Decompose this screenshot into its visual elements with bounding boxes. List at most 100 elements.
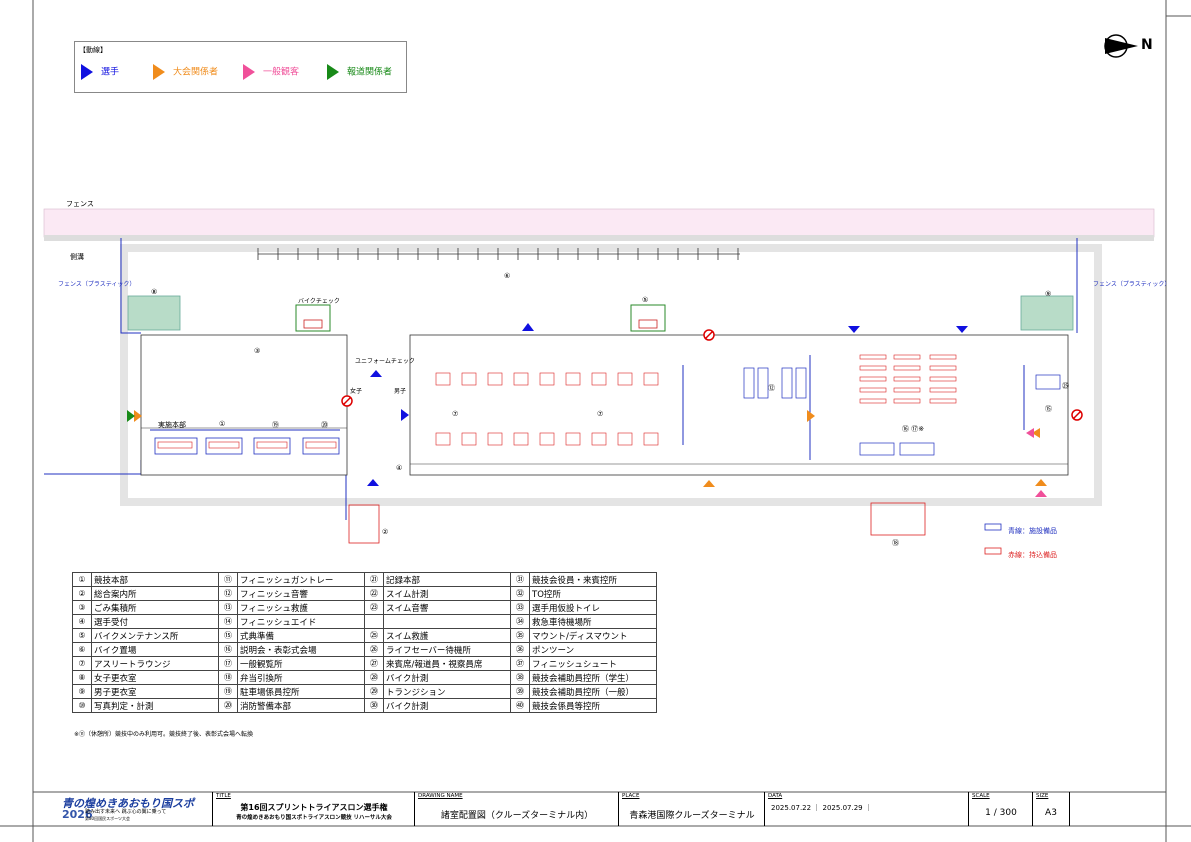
facility-number: ㉛ (510, 572, 530, 587)
label-1: ① (219, 420, 226, 428)
press-arrow-icon (327, 64, 339, 80)
facility-number: ㉑ (364, 572, 384, 587)
facility-number: ㉗ (364, 656, 384, 671)
facility-name: バイクメンテナンス所 (91, 628, 219, 643)
facility-name: 競技会補助員控所（一般） (529, 684, 657, 699)
label-18: ⑱ (892, 539, 899, 547)
uniform-check-label: ユニフォームチェック (355, 358, 415, 365)
legend-title: 【動線】 (79, 46, 107, 54)
flow-legend: 【動線】 選手 大会関係者 一般観客 報道関係者 (74, 41, 407, 93)
legend-athlete: 選手 (81, 64, 119, 80)
north-arrow-icon (1104, 34, 1138, 58)
terminal-building (409, 334, 1069, 476)
facility-number: ⑭ (218, 614, 238, 629)
drawing-name-cell: DRAWING NAME 諸室配置図（クルーズターミナル内） (414, 792, 619, 826)
facility-name: マウント/ディスマウント (529, 628, 657, 643)
facility-name: フィニッシュ音響 (237, 586, 365, 601)
facility-name: 競技会補助員控所（学生） (529, 670, 657, 685)
facility-number: ⑰ (218, 656, 238, 671)
gutter-label: 側溝 (70, 253, 84, 261)
facility-number: ⑪ (218, 572, 238, 587)
facility-number: ⑬ (218, 600, 238, 615)
press-flow-arrows (127, 410, 135, 422)
facility-name: 競技会役員・来賓控所 (529, 572, 657, 587)
facility-number: ㉞ (510, 614, 530, 629)
facility-name: ライフセーバー待機所 (383, 642, 511, 657)
facility-number: ㉒ (364, 586, 384, 601)
facility-name: 式典準備 (237, 628, 365, 643)
public-arrow-icon (243, 64, 255, 80)
facility-name: 駐車場係員控所 (237, 684, 365, 699)
men-label: 男子 (394, 388, 407, 395)
facility-number: ① (72, 572, 92, 587)
label-4: ④ (396, 464, 403, 472)
label-2: ② (382, 528, 389, 536)
drawing-name: 諸室配置図（クルーズターミナル内） (440, 811, 594, 821)
label-19: ⑲ (272, 421, 279, 429)
facility-name: ポンツーン (529, 642, 657, 657)
logo-year: 2026 (62, 808, 93, 821)
women-label: 女子 (350, 388, 363, 395)
facility-number: ⑱ (218, 670, 238, 685)
facility-number: ㊲ (510, 656, 530, 671)
facility-number: ㉘ (364, 670, 384, 685)
place-name: 青森港国際クルーズターミナル (629, 811, 755, 821)
facility-name: 選手受付 (91, 614, 219, 629)
hq-label: 実施本部 (158, 421, 186, 429)
facility-number: ⑳ (218, 698, 238, 713)
staff-flow-arrows (134, 410, 1047, 487)
facility-number: ㊱ (510, 642, 530, 657)
plastic-fence-right-label: フェンス（プラスティック） (1093, 281, 1171, 288)
athlete-arrow-icon (81, 64, 93, 80)
facility-number: ⑤ (72, 628, 92, 643)
blue-line-legend: 青線：施設備品 (1008, 527, 1057, 535)
facility-name: 一般観覧所 (237, 656, 365, 671)
facility-number: ⑮ (218, 628, 238, 643)
place-cell: PLACE 青森港国際クルーズターミナル (618, 792, 765, 826)
facility-name: ごみ集積所 (91, 600, 219, 615)
logo-subtitle: 第80回国民スポーツ大会 (85, 816, 131, 821)
facility-number: ⑩ (72, 698, 92, 713)
red-line-legend: 赤線：持込備品 (1008, 551, 1057, 559)
legend-public: 一般観客 (243, 64, 299, 80)
scale-value: 1 / 300 (985, 808, 1017, 818)
facility-name: 男子更衣室 (91, 684, 219, 699)
label-bike-maint: ⑤ (642, 296, 649, 304)
left-building (140, 334, 348, 476)
bike-check-label: バイクチェック (298, 298, 340, 305)
facility-number: ㉖ (364, 642, 384, 657)
facility-name (383, 614, 511, 629)
athlete-flow-arrows (367, 323, 968, 486)
label-15: ⑮ (1045, 405, 1052, 413)
facility-number: ⑯ (218, 642, 238, 657)
title-line-2: 青の煌めきあおもり国スポトライアスロン競技 リハーサル大会 (236, 815, 392, 821)
facility-name: バイク計測 (383, 670, 511, 685)
title-line-1: 第16回スプリントトライアスロン選手権 (240, 803, 388, 812)
facility-name: トランジション (383, 684, 511, 699)
footnote: ※⑪（休憩所）競技中のみ利用可。競技終了後、表彰式会場へ転換 (74, 731, 254, 738)
gutter-ticks (257, 248, 739, 260)
facility-name: フィニッシュエイド (237, 614, 365, 629)
date-cell: DATA 2025.07.22 ｜ 2025.07.29 ｜ (764, 792, 969, 826)
facility-name: スイム計測 (383, 586, 511, 601)
plastic-fence-left-label: フェンス（プラスティック） (58, 281, 136, 288)
facility-number: ⑥ (72, 642, 92, 657)
facility-name: 写真判定・計測 (91, 698, 219, 713)
facility-name: スイム音響 (383, 600, 511, 615)
map-legend-swatches (984, 523, 1002, 555)
label-mens-room: ⑨ (1045, 290, 1052, 298)
facility-number: ㉟ (510, 628, 530, 643)
label-25: ㉕ (1062, 382, 1069, 390)
no-entry-icon (341, 329, 1083, 421)
facility-name: TO控所 (529, 586, 657, 601)
label-7a: ⑦ (452, 410, 459, 418)
site-plan (43, 208, 1155, 544)
